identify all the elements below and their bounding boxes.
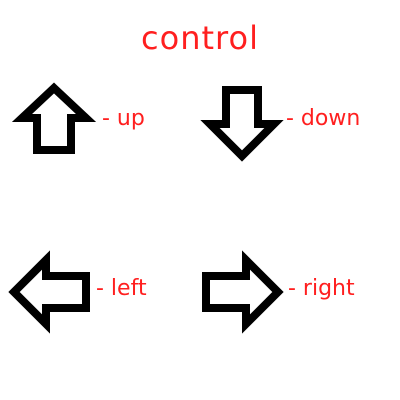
- arrow-up-icon: [11, 82, 97, 154]
- label-down: - down: [286, 106, 361, 131]
- arrow-down-icon: [200, 86, 284, 162]
- label-right: - right: [288, 276, 355, 301]
- arrow-left-icon: [8, 250, 90, 334]
- label-up: - up: [102, 106, 145, 131]
- arrow-right-icon: [202, 250, 284, 334]
- page-title: control: [141, 19, 259, 57]
- label-left: - left: [96, 276, 147, 301]
